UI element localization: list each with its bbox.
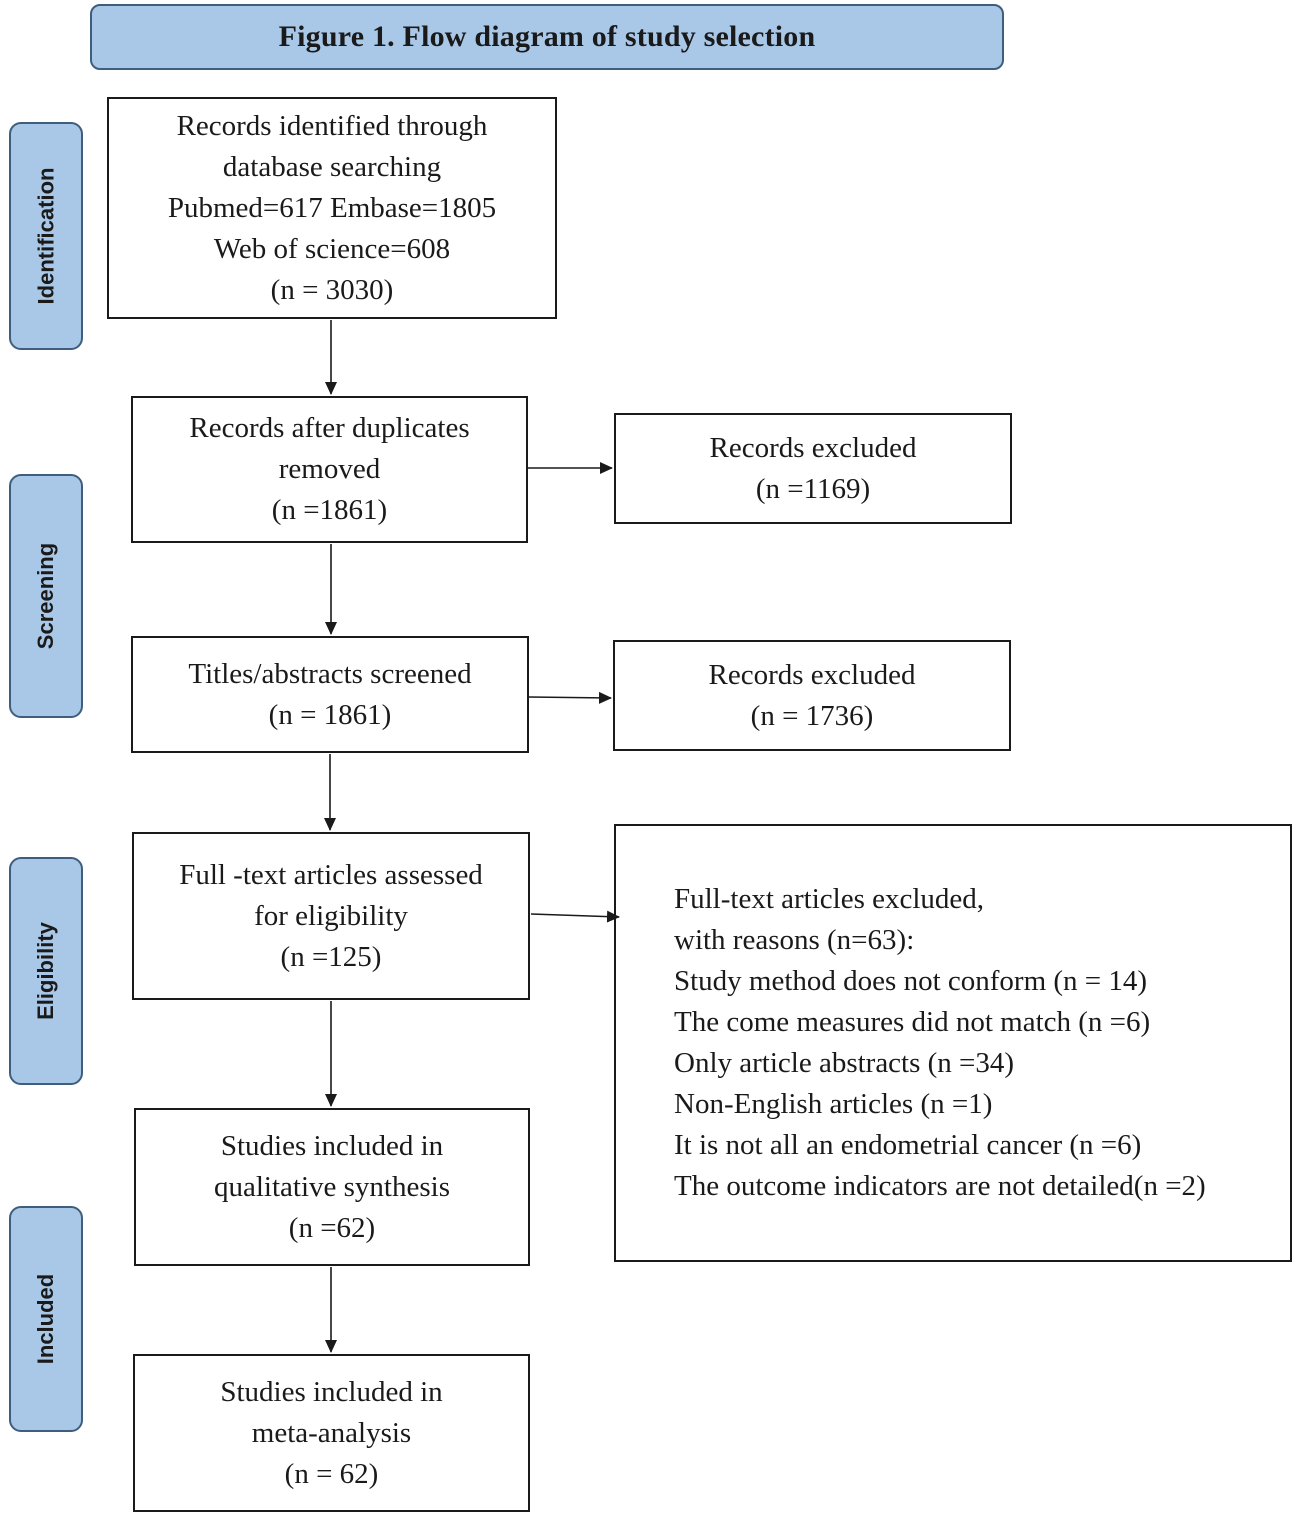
box-line: for eligibility <box>254 899 408 932</box>
stage-screening: Screening <box>9 474 83 718</box>
box-line: Titles/abstracts screened <box>188 657 472 690</box>
meta-analysis-box: Studies included in meta-analysis (n = 6… <box>133 1354 530 1512</box>
arrow-fulltext-to-excluded <box>530 910 620 923</box>
box-line: It is not all an endometrial cancer (n =… <box>674 1129 1142 1161</box>
box-line: (n =1169) <box>755 472 871 505</box>
box-line: database searching <box>222 150 442 183</box>
box-line: Only article abstracts (n =34) <box>674 1047 1015 1079</box>
records-identified-box: Records identified through database sear… <box>107 97 557 319</box>
box-line: (n = 62) <box>284 1457 379 1490</box>
box-line: Non-English articles (n =1) <box>674 1088 993 1120</box>
box-line: The outcome indicators are not detailed(… <box>674 1170 1206 1202</box>
box-line: Full -text articles assessed <box>179 858 483 891</box>
box-line: Study method does not conform (n = 14) <box>674 965 1148 997</box>
box-line: qualitative synthesis <box>214 1170 450 1203</box>
figure-title: Figure 1. Flow diagram of study selectio… <box>90 4 1004 70</box>
stage-included: Included <box>9 1206 83 1432</box>
box-line: (n =125) <box>280 940 382 973</box>
box-line: Studies included in <box>220 1375 443 1408</box>
box-line: The come measures did not match (n =6) <box>674 1006 1151 1038</box>
box-line: (n =1861) <box>271 494 388 526</box>
stage-eligibility: Eligibility <box>9 857 83 1085</box>
box-line: Web of science=608 <box>213 232 451 265</box>
stage-identification: Identification <box>9 122 83 350</box>
box-line: with reasons (n=63): <box>674 924 915 956</box>
box-line: Full-text articles excluded, <box>674 883 985 915</box>
box-line: Pubmed=617 Embase=1805 <box>167 191 497 224</box>
fulltext-assessed-box: Full -text articles assessed for eligibi… <box>132 832 530 1000</box>
titles-abstracts-screened-box: Titles/abstracts screened (n = 1861) <box>131 636 529 753</box>
records-after-duplicates-box: Records after duplicates removed (n =186… <box>131 396 528 543</box>
box-line: removed <box>278 453 381 485</box>
box-line: (n = 3030) <box>270 273 394 306</box>
records-excluded-box-2: Records excluded (n = 1736) <box>613 640 1011 751</box>
arrow-screened-to-excluded <box>528 691 612 704</box>
box-line: (n = 1736) <box>750 699 874 732</box>
fulltext-excluded-box: Full-text articles excluded, with reason… <box>614 824 1292 1262</box>
qualitative-synthesis-box: Studies included in qualitative synthesi… <box>134 1108 530 1266</box>
box-line: Records after duplicates <box>189 412 470 444</box>
box-line: Records identified through <box>176 109 488 142</box>
records-excluded-box-1: Records excluded (n =1169) <box>614 413 1012 524</box>
box-line: Studies included in <box>220 1129 444 1162</box>
box-line: Records excluded <box>708 658 916 691</box>
box-line: (n = 1861) <box>268 698 392 731</box>
box-line: (n =62) <box>288 1211 376 1244</box>
box-line: meta-analysis <box>251 1416 412 1449</box>
box-line: Records excluded <box>709 431 917 464</box>
